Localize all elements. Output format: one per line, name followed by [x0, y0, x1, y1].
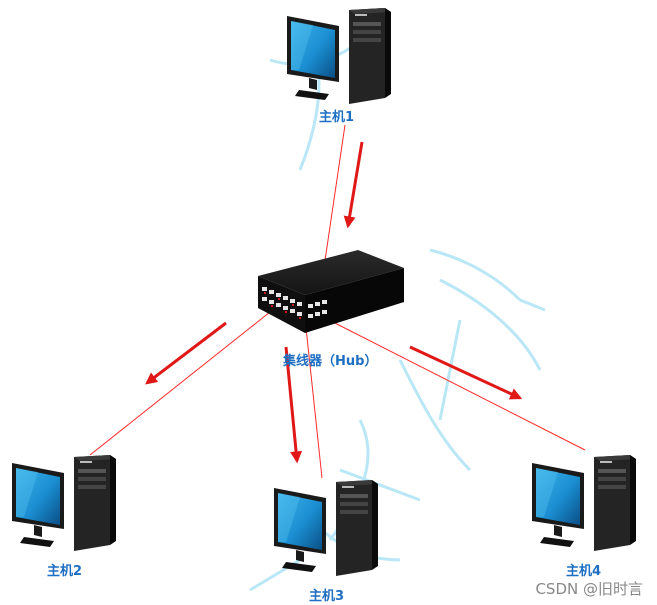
arrow-down-to-hub: [343, 141, 364, 229]
link-host2: [89, 311, 271, 456]
desktop-computer-icon: [532, 455, 636, 551]
desktop-computer-icon: [274, 480, 378, 576]
link-host3: [304, 317, 323, 479]
desktop-computer-icon: [287, 8, 391, 104]
links: [89, 124, 586, 479]
network-hub-icon: [258, 250, 404, 333]
host4-label: 主机4: [566, 564, 602, 579]
arrow-to-host2: [145, 321, 227, 385]
csdn-watermark: CSDN @旧时言: [535, 580, 643, 598]
arrows: [145, 141, 523, 464]
hub-label: 集线器（Hub）: [283, 354, 378, 369]
host3-label: 主机3: [309, 589, 345, 604]
arrow-to-host4: [409, 345, 523, 400]
host2-label: 主机2: [47, 564, 83, 579]
desktop-computer-icon: [12, 455, 116, 551]
host1-label: 主机1: [319, 110, 355, 125]
arrow-to-host3: [284, 346, 303, 464]
link-host4: [324, 317, 586, 451]
